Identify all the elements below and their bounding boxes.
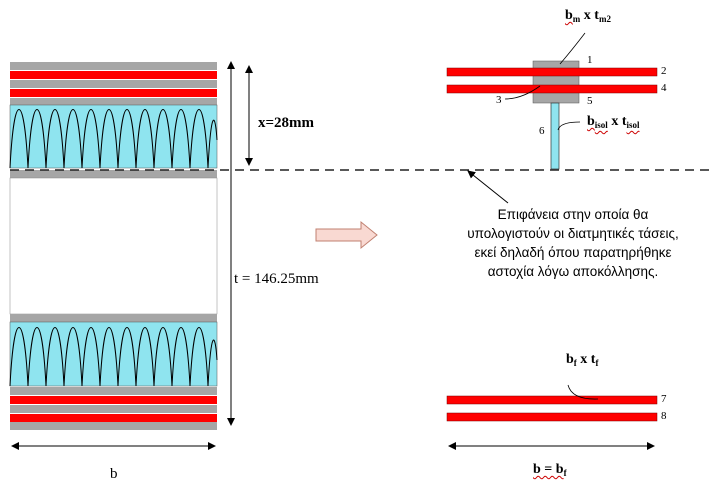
- block-bm: [532, 60, 580, 104]
- bm-x-tm2-label: bm x tm2: [565, 8, 611, 24]
- gray-layer: [10, 422, 217, 430]
- bf-x-tf-label: bf x tf: [566, 352, 598, 368]
- part-number-3: 3: [496, 94, 502, 106]
- b-eq-bf-label: b = bf: [533, 462, 567, 478]
- red-strip-7: [446, 395, 658, 405]
- bf-x: x t: [576, 352, 596, 367]
- core-area: [9, 177, 218, 315]
- part-number-1: 1: [587, 54, 593, 66]
- b-eq-sub: f: [563, 468, 567, 478]
- part-number-8: 8: [661, 410, 667, 422]
- red-layer: [10, 414, 217, 422]
- x-dimension-label: x=28mm: [258, 115, 315, 131]
- part-number-7: 7: [661, 393, 667, 405]
- bisol-sub: isol: [594, 120, 608, 130]
- part-number-6: 6: [539, 125, 545, 137]
- red-strip-4: [446, 84, 658, 94]
- bm-x: x t: [580, 8, 599, 23]
- note-line: αστοχία λόγω αποκόλλησης.: [487, 264, 659, 279]
- leader-bm: [559, 32, 586, 65]
- gray-layer: [10, 80, 217, 88]
- red-strip-8: [446, 412, 658, 422]
- note-line: Επιφάνεια στην οποία θα: [497, 207, 649, 222]
- bisol-x-tisol-label: bisol x tisol: [587, 114, 640, 130]
- b-eq-base: b = b: [533, 462, 564, 477]
- gray-layer: [10, 314, 217, 322]
- insulation-wave-top: [9, 109, 218, 169]
- insulation-layer-top: [9, 104, 218, 169]
- note-arrow: [467, 170, 509, 204]
- bisol-x: x t: [607, 114, 627, 129]
- gray-layer: [10, 62, 217, 70]
- tm2-sub: m2: [598, 14, 611, 24]
- bm-sub: m: [572, 14, 581, 24]
- b-dimension-label: b: [110, 466, 118, 482]
- block-arrow: [315, 220, 378, 250]
- right-top-detail: [446, 32, 658, 170]
- red-strip-2: [446, 67, 658, 77]
- tf-sub: f: [595, 358, 599, 368]
- insulation-layer-bottom: [9, 321, 218, 387]
- leader-bisol: [557, 121, 581, 131]
- right-bottom-detail: [446, 384, 658, 450]
- red-layer: [10, 396, 217, 404]
- gray-layer: [10, 98, 217, 105]
- gray-layer: [10, 170, 217, 178]
- note-line: εκεί δηλαδή όπου παρατηρήθηκε: [474, 245, 672, 260]
- bf-sub: f: [573, 358, 577, 368]
- left-cross-section: [9, 62, 218, 430]
- part-number-5: 5: [587, 95, 593, 107]
- insulation-wave-bottom: [9, 327, 218, 387]
- note-line: υπολογιστούν οι διατμητικές τάσεις,: [467, 226, 679, 241]
- t-dimension-label: t = 146.25mm: [234, 271, 319, 287]
- part-number-4: 4: [661, 82, 667, 94]
- bm-base: b: [565, 8, 573, 23]
- gray-layer: [10, 387, 217, 395]
- gray-layer: [10, 405, 217, 413]
- red-layer: [10, 89, 217, 97]
- leader-3: [504, 85, 541, 100]
- bisol-base: b: [587, 114, 595, 129]
- part-number-2: 2: [661, 65, 667, 77]
- leader-bf: [567, 384, 599, 400]
- bf-base: b: [566, 352, 574, 367]
- tisol-sub: isol: [626, 120, 640, 130]
- isolation-strip-6: [550, 102, 560, 170]
- shear-plane-note: Επιφάνεια στην οποία θα υπολογιστούν οι …: [448, 205, 698, 281]
- red-layer: [10, 71, 217, 79]
